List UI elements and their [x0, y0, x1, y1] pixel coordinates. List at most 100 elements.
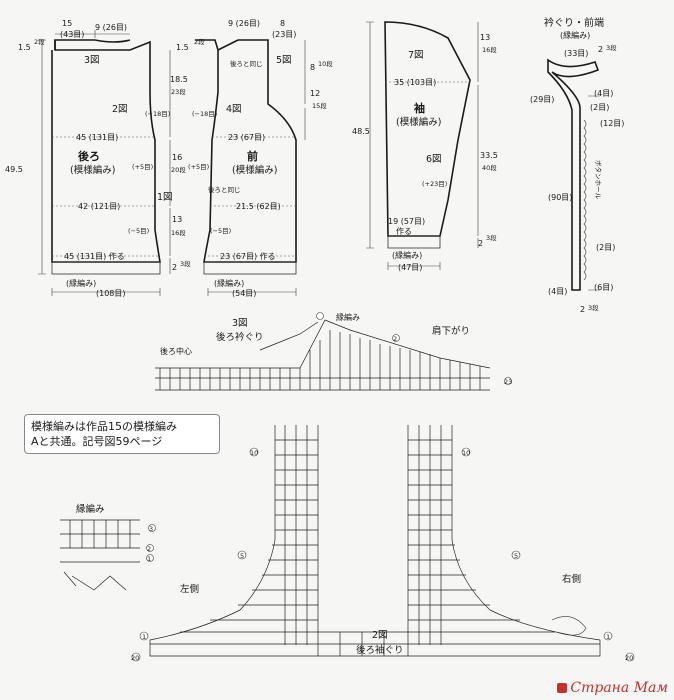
chart2-right-edge: [360, 425, 601, 657]
chart2-row20-left: 20: [131, 654, 139, 662]
dim-v1-rows: 23段: [171, 87, 186, 96]
front-band-title: 衿ぐり・前端: [544, 16, 604, 29]
dim-v3: 13: [172, 215, 182, 224]
back-height-total: 49.5: [5, 165, 23, 174]
front-band: 衿ぐり・前端 (縁編み) (33目) 2 3段 (4目) (29目) (2目) …: [530, 16, 624, 314]
sleeve-fig6: 6図: [426, 154, 442, 165]
sleeve-outline: [384, 21, 471, 237]
back-edging-sts: (108目): [96, 289, 126, 298]
front-neck: 9 (26目): [228, 19, 260, 28]
chart-3-back-neckline: 3図 後ろ衿ぐり 縁編み 肩下がり 後ろ中心 2 23: [155, 312, 512, 391]
chart3-row1-mark: [316, 312, 324, 320]
chart2-row20-right: 20: [625, 654, 633, 662]
sleeve-cuff-h: 2: [478, 239, 483, 248]
chart3-row-23: 23: [504, 378, 512, 386]
edging-row3: 3: [149, 525, 153, 533]
chart2-row10-right-mark: [461, 447, 471, 457]
front-fig4: 4図: [226, 104, 242, 115]
dim-v1: 18.5: [170, 75, 188, 84]
back-bust: 45 (131目): [76, 133, 118, 142]
front-same-as-back-2: 後ろと同じ: [208, 185, 241, 194]
front-hem-band: [203, 261, 297, 275]
sleeve-cuff-band: [387, 235, 441, 249]
front-band-sts2b: (2目): [596, 243, 615, 252]
back-edging: (縁編み): [66, 278, 96, 288]
sleeve-cap-h: 13: [480, 33, 490, 42]
chart2-row10-right: 10: [462, 449, 470, 457]
front-band-rows2: 3段: [588, 303, 599, 312]
sleeve-cuff-rows: 3段: [486, 233, 497, 242]
back-top-width: 15: [62, 19, 72, 28]
front-drop-rows: 2段: [194, 37, 205, 46]
chart2-row1-left: 1: [142, 633, 146, 641]
sleeve-fig7: 7図: [408, 50, 424, 61]
chart3-edging-label: 縁編み: [336, 312, 360, 322]
watermark-text: Страна Мам: [570, 680, 668, 696]
back-fig1: 1図: [157, 192, 173, 203]
back-armhole-dec: (−18目): [145, 110, 170, 118]
sleeve-cap-rows: 16段: [482, 45, 497, 54]
chart3-shoulder-slope: 肩下がり: [432, 325, 470, 337]
dim-v2-rows: 20段: [171, 165, 186, 174]
back-fig3: 3図: [84, 55, 100, 66]
front-band-sts6: (6目): [594, 283, 613, 292]
pattern-note: 模様編みは作品15の模様編み Aと共通。記号図59ページ: [24, 414, 220, 454]
chart2-row5-left: 5: [240, 552, 244, 560]
front-band-subtitle: (縁編み): [560, 30, 590, 40]
front-title: 前: [247, 149, 258, 163]
chart2-left-edge: [149, 425, 360, 657]
chart3-subtitle: 後ろ衿ぐり: [216, 331, 264, 343]
back-outline: [51, 40, 161, 263]
front-waist: 21.5 (62目): [236, 202, 281, 211]
site-watermark: Страна Мам: [557, 680, 668, 696]
front-band-h2: 2: [580, 305, 585, 314]
front-shoulder: 8: [280, 19, 285, 28]
front-band-rows: 3段: [606, 43, 617, 52]
watermark-logo-icon: [557, 683, 568, 693]
center-dimensions: 18.5 23段 16 20段 13 16段 2 3段: [169, 50, 191, 274]
sleeve-cuff: 19 (57目): [388, 217, 425, 226]
sleeve-height: 48.5: [352, 127, 370, 136]
sleeve: 7図 13 16段 35 (103目) 袖 (模様編み) 48.5 6図 (+2…: [352, 21, 498, 272]
front-shoulder-sts: (23目): [272, 30, 296, 39]
front-band-sts29: (29目): [530, 95, 554, 104]
pattern-note-line2: Aと共通。記号図59ページ: [31, 435, 163, 448]
chart3-row23-mark: [504, 377, 512, 385]
back-pattern: (模様編み): [70, 164, 115, 176]
back-shoulder-drop: 1.5: [18, 43, 31, 52]
front-piece: 9 (26目) 8 (23目) 1.5 2段 後ろと同じ 5図 4図 8 10段…: [176, 19, 333, 298]
back-top-rows: (43目): [60, 30, 84, 39]
chart2-row5-right-mark: [511, 550, 521, 560]
front-band-h: 2: [598, 45, 603, 54]
front-fig5: 5図: [276, 55, 292, 66]
chart2-row5-right: 5: [514, 552, 518, 560]
chart3-row-2: 2: [393, 335, 397, 343]
sleeve-body-h: 33.5: [480, 151, 498, 160]
chart2-row10-left-mark: [249, 447, 259, 457]
front-inc5: (+5目): [188, 163, 209, 171]
chart2-left-side: 左側: [180, 583, 199, 595]
back-fig2: 2図: [112, 104, 128, 115]
front-edging: (縁編み): [214, 278, 244, 288]
chart2-subtitle: 後ろ袖ぐり: [356, 644, 404, 656]
front-hem: 23 (67目) 作る: [220, 251, 276, 261]
front-band-sts2: (2目): [590, 103, 609, 112]
edging-chart: 縁編み 3 2 1: [60, 503, 156, 591]
front-band-sts4b: (4目): [548, 287, 567, 296]
front-band-sts33: (33目): [564, 49, 588, 58]
front-pattern: (模様編み): [232, 164, 277, 176]
back-neck-width: 9 (26目): [95, 23, 127, 32]
front-edging-sts: (54目): [232, 289, 256, 298]
chart2-row5-left-mark: [237, 550, 247, 560]
front-drop: 1.5: [176, 43, 189, 52]
chart2-row1-right-mark: [603, 631, 613, 641]
edging-row2-mark: [146, 544, 154, 552]
edging-row1: 1: [147, 555, 151, 563]
back-dec5: (−5目): [128, 227, 149, 235]
chart2-title: 2図: [372, 630, 388, 641]
sleeve-edging-sts: (47目): [398, 263, 422, 272]
edging-row1-mark: [146, 554, 154, 562]
front-dec5: (−5目): [210, 227, 231, 235]
